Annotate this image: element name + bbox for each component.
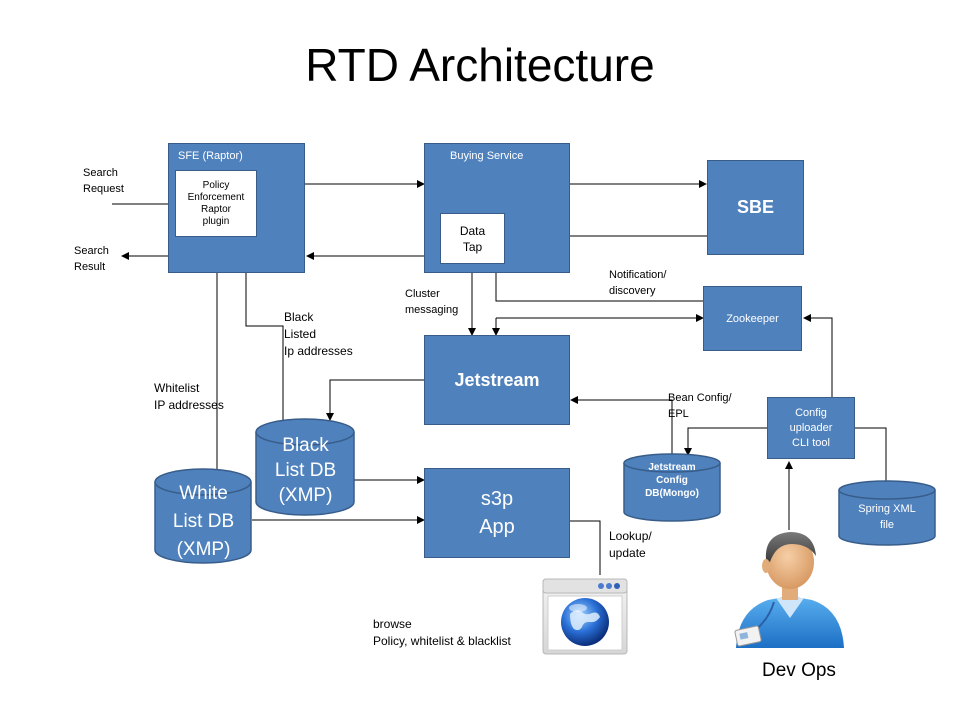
config-db-line-2: Config xyxy=(656,475,688,486)
cluster-line-1: Cluster xyxy=(405,288,440,300)
s3p-line-1: s3p xyxy=(480,488,514,510)
plugin-line-2: Enforcement xyxy=(187,191,245,203)
plugin-line-1: Policy xyxy=(202,179,230,191)
search-result-line-1: Search xyxy=(74,245,109,257)
notification-line-2: discovery xyxy=(609,285,656,297)
browser-globe-icon xyxy=(542,578,628,655)
browse-line-1: browse xyxy=(373,617,412,631)
data-tap-line-1: Data xyxy=(459,223,486,238)
blacklist-line-1: Black xyxy=(282,435,329,456)
black-listed-line-3: Ip addresses xyxy=(284,344,353,358)
cluster-messaging-label: Cluster messaging xyxy=(405,286,458,318)
lookup-line-2: update xyxy=(609,546,646,560)
search-request-line-2: Request xyxy=(83,183,124,195)
whitelist-line-3: (XMP) xyxy=(176,539,231,560)
sbe-box: SBE xyxy=(707,160,804,255)
config-db-line-3: DB(Mongo) xyxy=(645,488,699,499)
config-line-2: uploader xyxy=(789,421,833,434)
lookup-line-1: Lookup/ xyxy=(609,529,652,543)
plugin-line-3: Raptor xyxy=(200,203,231,215)
search-result-line-2: Result xyxy=(74,261,106,273)
page-title: RTD Architecture xyxy=(305,39,655,91)
blacklist-line-3: (XMP) xyxy=(278,485,333,506)
bean-config-line-1: Bean Config/ xyxy=(668,392,732,404)
jetstream-config-db-cylinder xyxy=(623,453,721,522)
s3p-app-box: s3p App xyxy=(424,468,570,558)
browse-label: browse Policy, whitelist & blacklist xyxy=(373,616,511,650)
whitelist-db-cylinder xyxy=(154,468,252,564)
dev-ops-label: Dev Ops xyxy=(762,660,836,681)
blacklist-db-cylinder xyxy=(255,418,355,516)
spring-xml-label: Spring XML file xyxy=(838,501,936,533)
whitelist-line-2: List DB xyxy=(172,511,235,532)
search-request-line-1: Search xyxy=(83,167,118,179)
notification-line-1: Notification/ xyxy=(609,269,667,281)
black-listed-label: Black Listed Ip addresses xyxy=(284,309,353,360)
config-uploader-box: Config uploader CLI tool xyxy=(767,397,855,459)
dev-ops-person-icon xyxy=(734,532,844,648)
bean-config-line-2: EPL xyxy=(668,408,689,420)
notification-label: Notification/ discovery xyxy=(609,267,666,299)
jetstream-box: Jetstream xyxy=(424,335,570,425)
config-line-3: CLI tool xyxy=(792,436,830,449)
lookup-update-label: Lookup/ update xyxy=(609,528,652,562)
bean-config-label: Bean Config/ EPL xyxy=(668,390,732,422)
s3p-line-2: App xyxy=(479,516,515,538)
cluster-line-2: messaging xyxy=(405,304,459,316)
whitelist-label-line-2: IP addresses xyxy=(154,398,224,412)
sfe-caption: SFE (Raptor) xyxy=(178,150,243,162)
data-tap-line-2: Tap xyxy=(462,239,483,254)
spring-line-2: file xyxy=(879,519,895,531)
jetstream-config-db-label: Jetstream Config DB(Mongo) xyxy=(623,461,721,500)
zookeeper-box: Zookeeper xyxy=(703,286,802,351)
black-listed-line-2: Listed xyxy=(284,327,317,341)
plugin-line-4: plugin xyxy=(202,215,230,227)
blacklist-line-2: List DB xyxy=(274,460,337,481)
config-line-1: Config xyxy=(795,406,827,419)
data-tap-box: Data Tap xyxy=(440,213,505,264)
blacklist-db-label: Black List DB (XMP) xyxy=(255,433,356,508)
search-result-label: Search Result xyxy=(74,243,109,275)
whitelist-db-label: White List DB (XMP) xyxy=(154,480,253,564)
whitelist-label-line-1: Whitelist xyxy=(154,381,200,395)
whitelist-label: Whitelist IP addresses xyxy=(154,380,224,414)
whitelist-line-1: White xyxy=(179,483,228,504)
search-request-label: Search Request xyxy=(83,165,124,197)
buying-caption: Buying Service xyxy=(450,150,524,162)
jetstream-label: Jetstream xyxy=(454,369,540,390)
policy-enforcement-plugin: Policy Enforcement Raptor plugin xyxy=(175,170,257,237)
spring-line-1: Spring XML xyxy=(858,503,916,515)
spring-xml-cylinder xyxy=(838,480,936,546)
browse-line-2: Policy, whitelist & blacklist xyxy=(373,634,511,648)
sbe-label: SBE xyxy=(736,197,774,217)
zookeeper-label: Zookeeper xyxy=(726,312,779,325)
config-db-line-1: Jetstream xyxy=(648,462,696,473)
black-listed-line-1: Black xyxy=(284,310,314,324)
